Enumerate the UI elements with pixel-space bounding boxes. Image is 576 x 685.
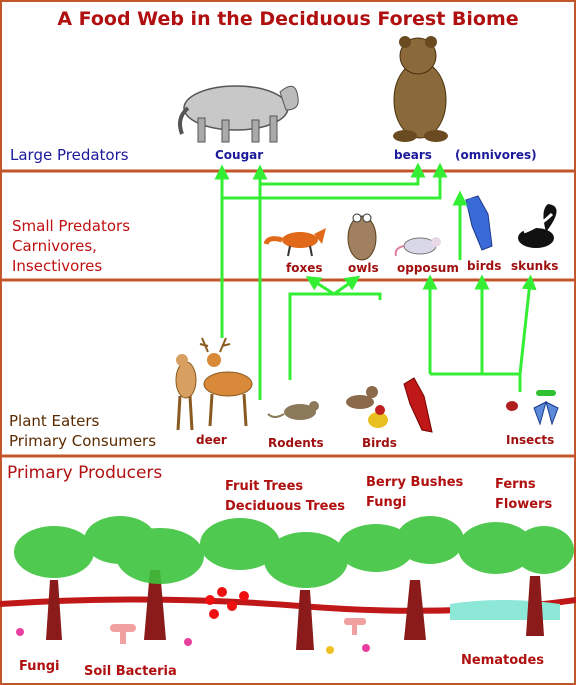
jay-illustration — [465, 195, 493, 251]
tier-label-line: Plant Eaters — [9, 412, 100, 430]
label-insects: Insects — [506, 433, 555, 447]
diagram-title: A Food Web in the Deciduous Forest Biome — [57, 8, 519, 30]
label-cougar: Cougar — [215, 148, 264, 162]
label-ferns: Ferns Flowers — [495, 475, 552, 515]
tier-label-large-predators: Large Predators — [10, 146, 129, 164]
label-trees: Fruit Trees Deciduous Trees — [225, 477, 345, 517]
skunk-illustration — [518, 204, 557, 248]
label-bushes: Berry Bushes Fungi — [366, 473, 463, 513]
label-omnivores-note: (omnivores) — [455, 148, 537, 162]
mouse-illustration — [267, 401, 319, 420]
bear-illustration — [393, 36, 448, 142]
cardinal-illustration — [403, 377, 433, 433]
tier-label-line: Carnivores, — [12, 237, 97, 255]
tier-label-line: Primary Consumers — [9, 432, 157, 450]
food-web-arrows — [214, 162, 537, 400]
tier-label-line: Small Predators — [12, 217, 131, 235]
label-deer: deer — [196, 433, 227, 447]
cougar-illustration — [178, 85, 299, 143]
label-bears: bears — [394, 148, 432, 162]
label-soil-bacteria: Soil Bacteria — [84, 664, 177, 679]
label-line: Deciduous Trees — [225, 499, 346, 514]
label-line: Berry Bushes — [366, 475, 464, 490]
tier-label-plant-eaters: Plant Eaters Primary Consumers — [9, 411, 156, 451]
forest-floor-illustration — [0, 516, 576, 654]
insects-illustration — [506, 390, 559, 426]
fox-illustration — [263, 228, 326, 257]
tier-label-primary-producers: Primary Producers — [7, 463, 163, 483]
small-birds-illustration — [346, 386, 388, 428]
label-line: Fruit Trees — [225, 479, 304, 494]
label-fungi: Fungi — [19, 659, 60, 674]
label-skunks: skunks — [511, 259, 559, 273]
label-line: Ferns — [495, 477, 536, 492]
deer-illustration — [175, 337, 253, 431]
label-birds: Birds — [362, 436, 397, 450]
label-line: Flowers — [495, 497, 553, 512]
label-nematodes: Nematodes — [461, 653, 545, 668]
tier-label-line: Insectivores — [12, 257, 103, 275]
label-opposum: opposum — [397, 261, 459, 275]
label-birds-small: birds — [467, 259, 502, 273]
owl-illustration — [347, 213, 377, 261]
label-owls: owls — [348, 261, 379, 275]
opossum-illustration — [394, 237, 441, 257]
tier-label-small-predators: Small Predators Carnivores, Insectivores — [12, 216, 130, 276]
label-foxes: foxes — [286, 261, 323, 275]
label-line: Fungi — [366, 495, 407, 510]
label-rodents: Rodents — [268, 436, 324, 450]
